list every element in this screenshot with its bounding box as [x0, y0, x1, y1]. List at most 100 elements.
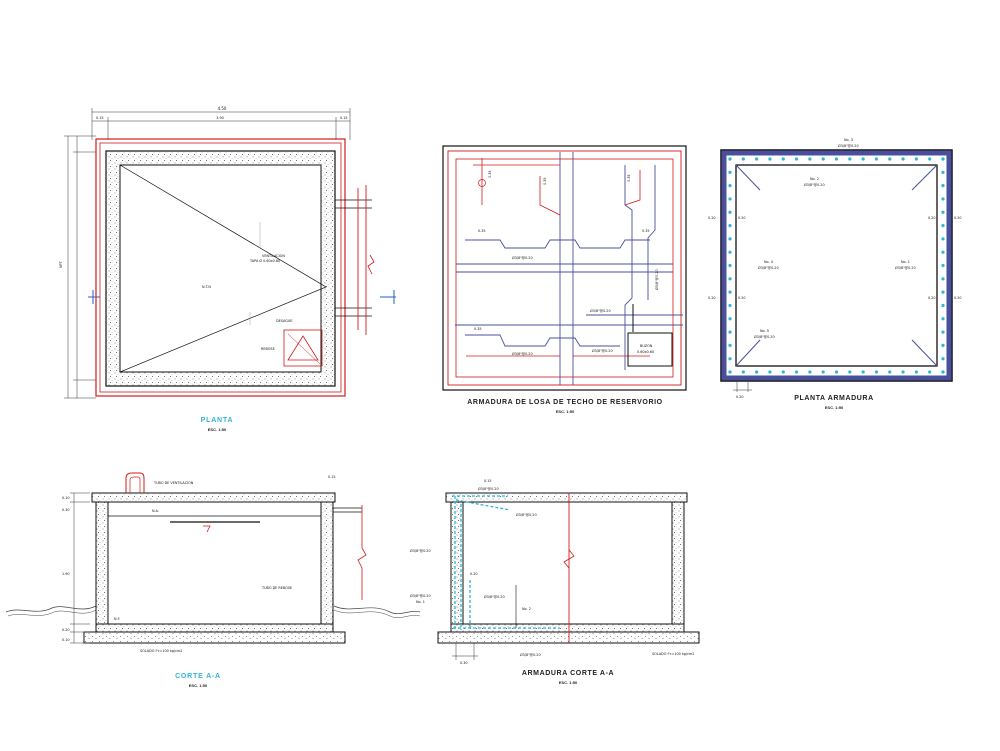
losa-rebar-label-1: Ø3/8"@0.20 [512, 255, 533, 260]
ac-rebar-2: Ø3/8"@0.20 [516, 512, 537, 517]
planta-outer-red [95, 138, 346, 397]
losa-rebar-label-4: Ø3/8"@0.20 [512, 351, 533, 356]
losa-rebar-label-2: Ø3/8"@0.20 [654, 269, 659, 290]
losa-title: ARMADURA DE LOSA DE TECHO DE RESERVORIO [467, 399, 662, 406]
rebar-dot [781, 370, 785, 374]
armadura-sep-8: 0.20 [954, 296, 962, 300]
losa-red-inner [455, 158, 674, 378]
rebar-dot [794, 157, 799, 161]
section-marker-left [88, 290, 100, 304]
planta-ventilacion: VENTILACION [262, 254, 285, 258]
corte-rebose: TUBO DE REBOSE [261, 586, 292, 590]
ac-dim-top: 0.15 [484, 479, 492, 483]
planta-ntn: N.T.N [202, 285, 211, 289]
corte-nf: N.F. [114, 617, 120, 621]
corte-scale: ESC. 1:50 [189, 683, 208, 688]
corte-ground-left [5, 605, 97, 613]
rebar-dot [834, 157, 839, 161]
ac-solado [437, 631, 700, 644]
armadura-sep-1: 0.20 [708, 216, 716, 220]
planta-pipes [335, 199, 372, 317]
planta-dim-right: 0.15 [340, 116, 348, 120]
ac-solado-label: SOLADO f'c=100 kg/cm2 [652, 652, 694, 656]
rebar-dot [755, 370, 759, 374]
armadura-cyan-bars [728, 157, 945, 374]
rebar-dot [941, 197, 945, 201]
rebar-dot [808, 157, 812, 161]
losa-rebar-label-3: Ø3/8"@0.20 [590, 308, 611, 313]
rebar-dot [821, 370, 825, 374]
rebar-dot [755, 157, 759, 161]
rebar-dot [768, 370, 772, 374]
rebar-dot [728, 157, 732, 161]
losa-buzon-size: 0.60x0.60 [637, 350, 654, 354]
losa-blue-rebar [455, 152, 683, 385]
corte-wall-left [95, 501, 109, 625]
armadura-sep-2: 0.20 [738, 216, 746, 220]
rebar-dot [848, 370, 852, 374]
planta-npt: NPT [59, 260, 63, 268]
ac-slab [445, 492, 688, 503]
ac-rebar-5: Ø3/8"@0.20 [484, 594, 505, 599]
losa-rebar-label-5: Ø3/8"@0.20 [592, 348, 613, 353]
armadura-no4-bar: Ø3/8"@0.20 [758, 265, 779, 270]
rebar-dot [728, 277, 732, 281]
losa-frame [442, 145, 687, 391]
rebar-dot [888, 157, 892, 161]
planta-hatch-triangle [287, 335, 319, 361]
planta-outer-red-2 [99, 142, 342, 393]
planta-title: PLANTA [201, 417, 234, 424]
armadura-no1-bar: Ø3/8"@0.20 [895, 265, 916, 270]
corte-dim-height: 1.90 [62, 572, 70, 576]
armadura-wall [721, 150, 952, 381]
armadura-title: PLANTA ARMADURA [794, 395, 874, 402]
rebar-dot [941, 370, 945, 374]
ac-rebar-6: Ø3/8"@0.20 [520, 652, 541, 657]
corte-dim-2: 0.30 [62, 508, 70, 512]
rebar-dot [914, 370, 918, 374]
planta-tapa: TAPA Ø 0.60x0.60 [249, 258, 280, 263]
rebar-dot [874, 157, 879, 161]
planta-scale: ESC. 1:50 [208, 427, 227, 432]
armadura-sep-7: 0.20 [928, 296, 936, 300]
planta-dimensions [64, 108, 351, 399]
rebar-dot [941, 250, 945, 254]
rebar-dot [728, 263, 732, 268]
armadura-sep-5: 0.20 [708, 296, 716, 300]
corte-dim-top: 0.10 [62, 496, 70, 500]
corte-base [95, 623, 334, 633]
rebar-dot [728, 250, 732, 254]
ac-title: ARMADURA CORTE A-A [522, 670, 614, 677]
armadura-outer [720, 149, 953, 382]
rebar-dot [728, 330, 732, 334]
corte-solado [83, 631, 346, 644]
section-marker-right [380, 290, 396, 304]
rebar-dot [941, 157, 945, 161]
armadura-no3: No. 3 [844, 138, 853, 142]
rebar-dot [901, 370, 905, 374]
armadura-sep-4: 0.20 [954, 216, 962, 220]
armadura-no2-bar: Ø3/8"@0.20 [804, 182, 825, 187]
rebar-dot [941, 303, 945, 308]
armadura-no1: No. 1 [901, 260, 910, 264]
rebar-dot [728, 210, 732, 214]
planta-interior [119, 164, 322, 373]
corte-dim-pipe: 0.15 [328, 475, 336, 479]
armadura-sep-6: 0.20 [738, 296, 746, 300]
rebar-dot [728, 184, 732, 188]
losa-buzon [627, 332, 673, 367]
armadura-sep-3: 0.20 [928, 216, 936, 220]
rebar-dot [941, 184, 945, 188]
losa-dim-6: 0.35 [474, 327, 482, 331]
rebar-dot [941, 357, 945, 361]
planta-dim-total: 4.50 [218, 106, 227, 111]
losa-vent-circle [478, 179, 486, 187]
rebar-dot [928, 370, 932, 374]
ac-rebar-4: Ø3/8"@0.20 [410, 593, 431, 598]
ac-dim-wall: 0.20 [470, 572, 478, 576]
corte-wall-right [320, 501, 334, 625]
rebar-dot [914, 157, 918, 161]
rebar-dot [848, 157, 852, 161]
rebar-dot [741, 157, 745, 161]
rebar-dot [941, 317, 945, 321]
